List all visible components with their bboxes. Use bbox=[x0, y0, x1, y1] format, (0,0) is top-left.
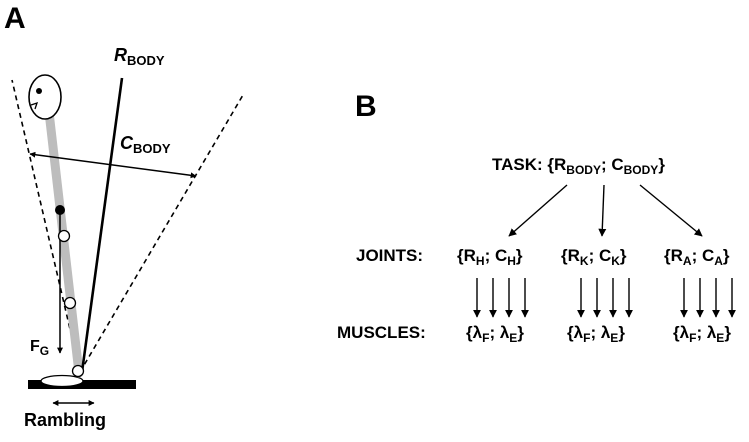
task-to-hip-arrow bbox=[508, 184, 568, 237]
r-body-label: RBODY bbox=[114, 45, 165, 68]
cone-left-boundary bbox=[11, 79, 81, 373]
task-label: TASK: {RBODY; CBODY} bbox=[492, 155, 665, 177]
rambling-label: Rambling bbox=[24, 410, 107, 430]
joint-ankle-terms: {RA; CA} bbox=[664, 246, 730, 268]
knee-muscle-arrows bbox=[577, 278, 633, 318]
muscle-hip-terms: {λF; λE} bbox=[466, 323, 524, 345]
panel-a-label: A bbox=[4, 2, 26, 35]
foot bbox=[40, 374, 84, 388]
c-body-label: CBODY bbox=[120, 133, 171, 156]
eye bbox=[36, 88, 42, 94]
muscles-label: MUSCLES: bbox=[337, 323, 426, 342]
joint-knee-terms: {RK; CK} bbox=[561, 246, 627, 268]
panel-b-label: B bbox=[355, 90, 377, 123]
ankle-muscle-arrows bbox=[680, 278, 736, 318]
c-body-arrow bbox=[29, 151, 197, 179]
task-to-knee-arrow bbox=[598, 184, 607, 237]
ankle-joint bbox=[71, 364, 85, 378]
hip-joint bbox=[57, 229, 71, 243]
muscle-ankle-terms: {λF; λE} bbox=[673, 323, 731, 345]
ground-base bbox=[28, 380, 136, 389]
joint-hip-terms: {RH; CH} bbox=[457, 246, 523, 268]
com-marker bbox=[55, 205, 65, 215]
task-to-ankle-arrow bbox=[639, 184, 703, 237]
body-segment bbox=[44, 107, 84, 378]
head bbox=[28, 74, 62, 120]
joints-label: JOINTS: bbox=[356, 246, 424, 265]
knee-joint bbox=[63, 296, 77, 310]
hip-muscle-arrows bbox=[473, 278, 529, 318]
gravity-force-label: FG bbox=[30, 338, 50, 358]
r-body-line bbox=[80, 77, 124, 373]
nose bbox=[30, 101, 39, 110]
muscle-knee-terms: {λF; λE} bbox=[567, 323, 625, 345]
